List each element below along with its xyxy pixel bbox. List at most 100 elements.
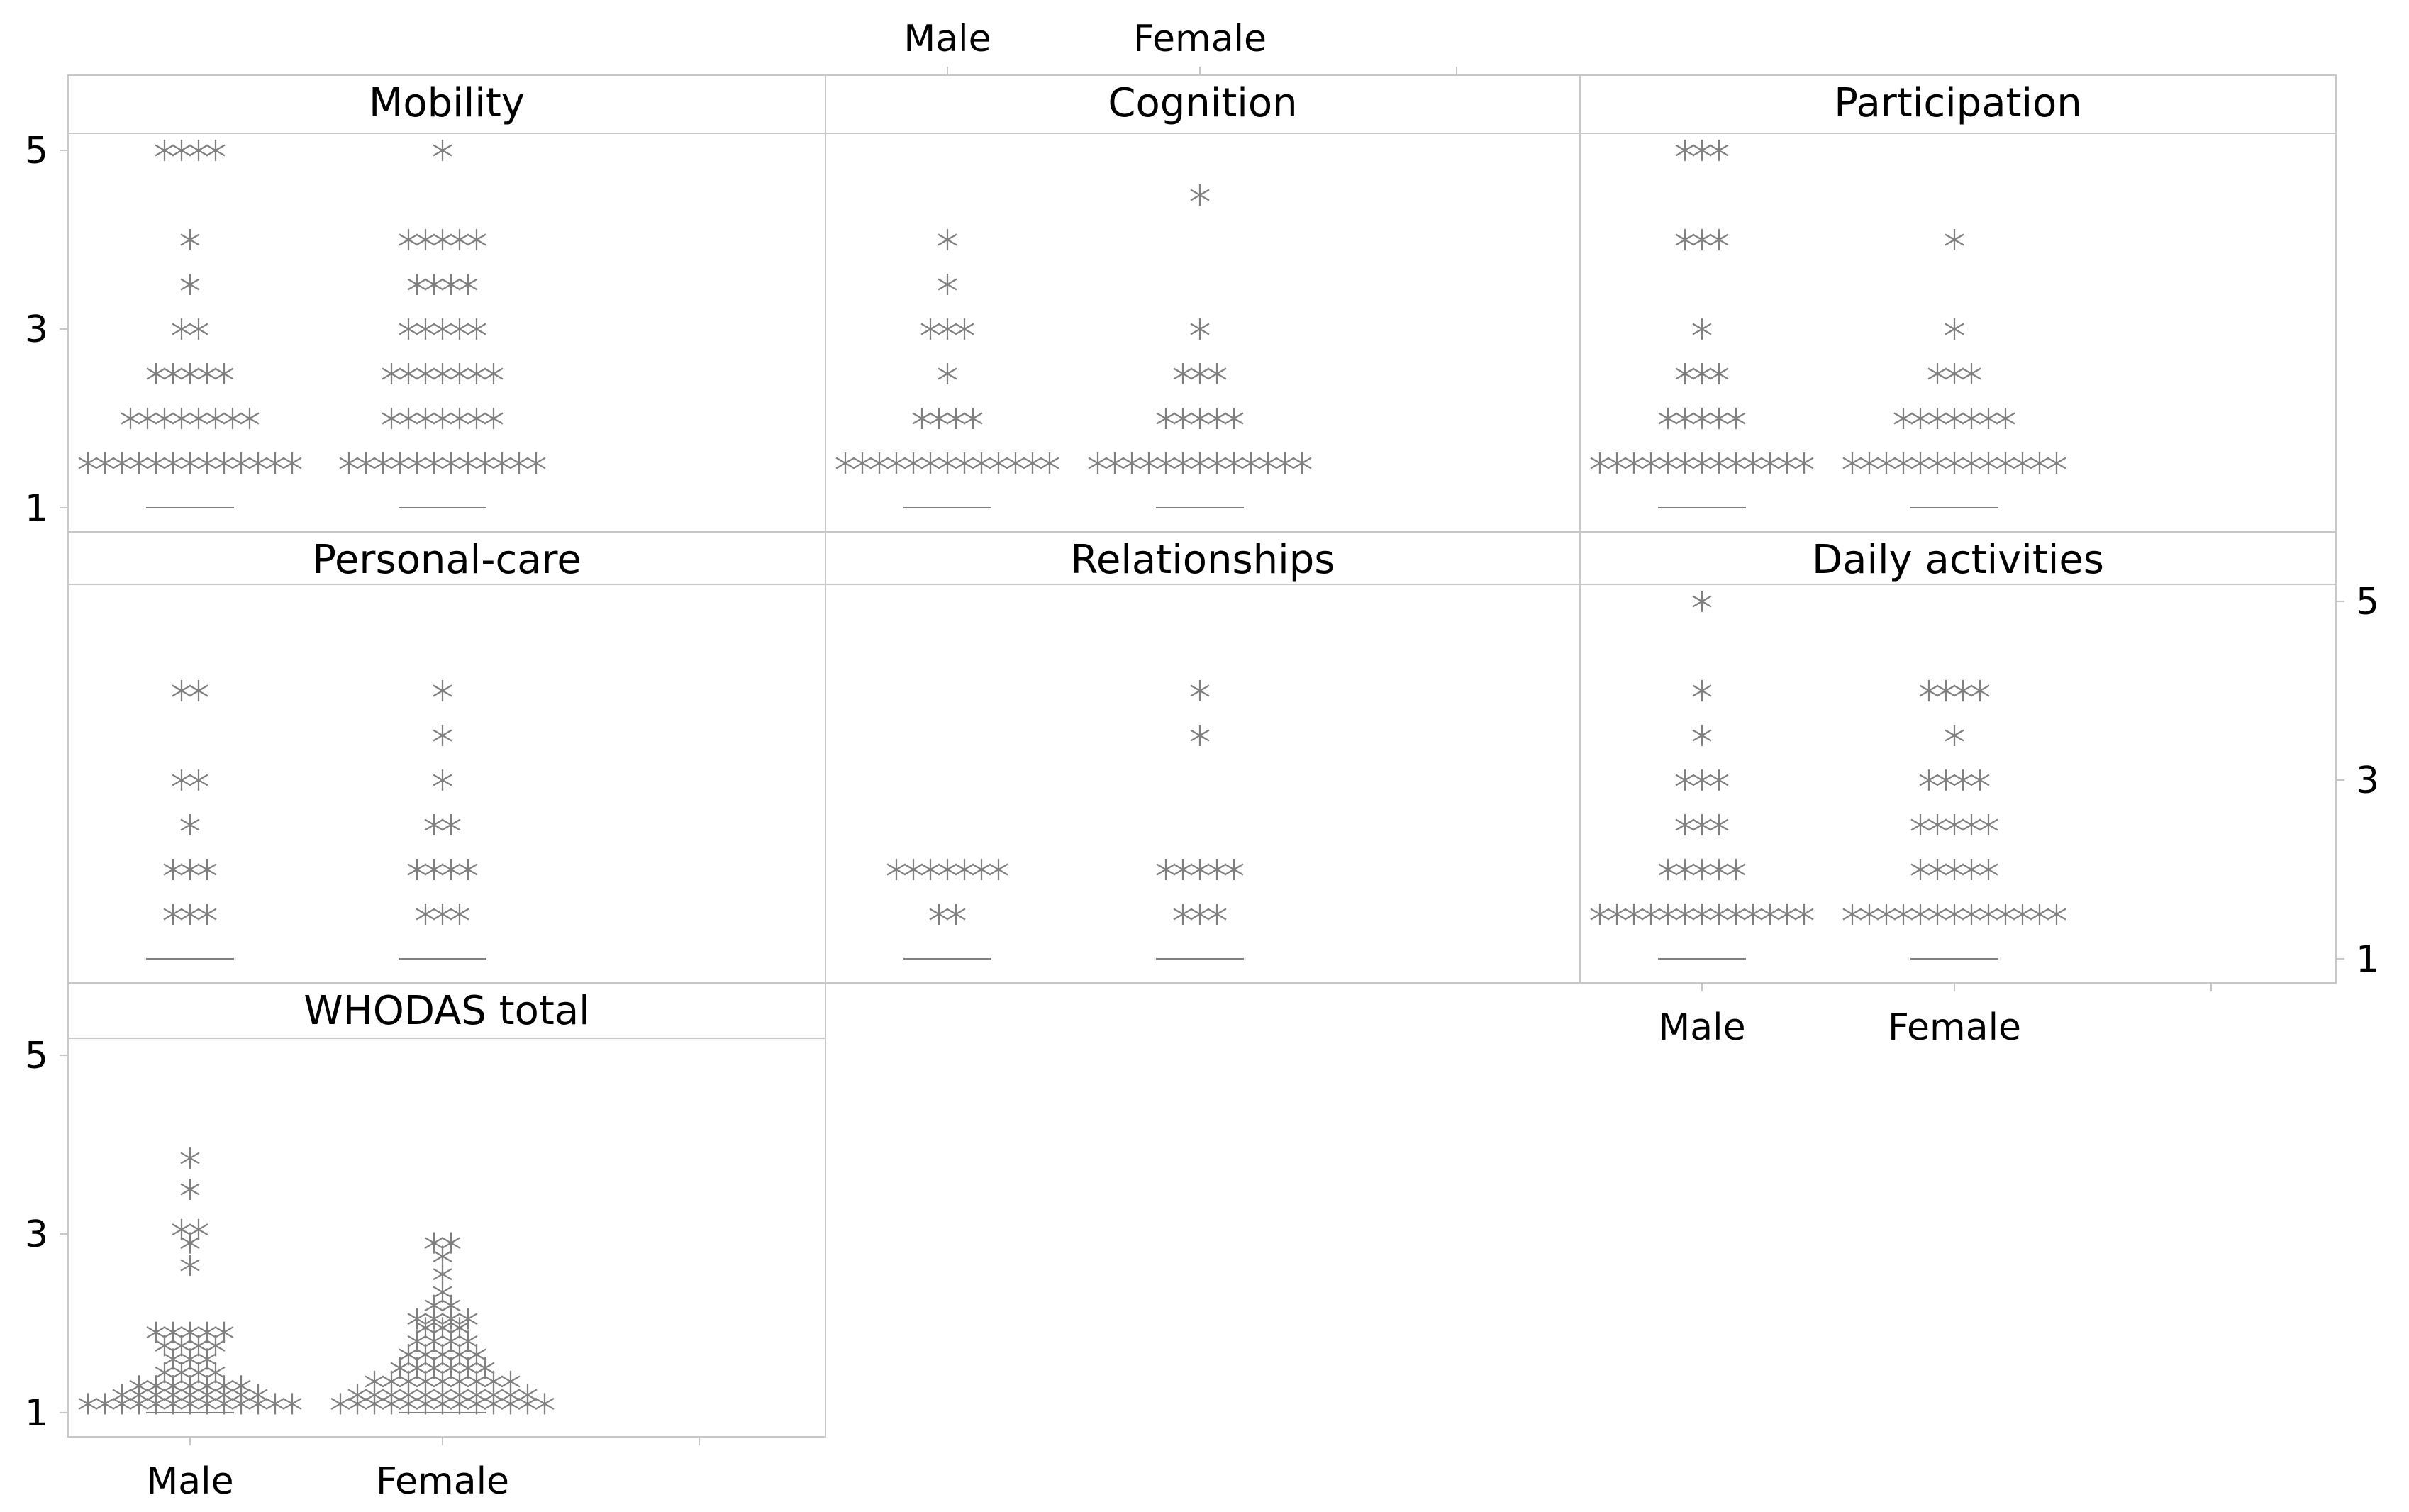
data-point <box>1794 904 1814 925</box>
data-point <box>231 452 251 474</box>
data-point <box>163 452 183 474</box>
marker-stroke <box>869 457 889 469</box>
marker-stroke <box>373 457 393 469</box>
data-point <box>1624 904 1644 925</box>
data-point <box>1190 408 1210 429</box>
data-point <box>189 769 208 791</box>
data-point <box>467 1344 486 1366</box>
data-point <box>129 452 149 474</box>
marker-stroke <box>1692 233 1712 246</box>
marker-stroke <box>1190 908 1210 921</box>
marker-stroke <box>433 1397 452 1410</box>
marker-stroke <box>852 457 872 469</box>
data-point <box>484 408 504 429</box>
data-point <box>938 859 957 880</box>
data-point <box>441 1232 461 1254</box>
marker-stroke <box>1996 908 2015 921</box>
marker-stroke <box>1945 863 1964 876</box>
data-point <box>1275 452 1295 474</box>
marker-stroke <box>382 1397 401 1410</box>
marker-stroke <box>155 144 174 157</box>
marker-stroke <box>206 412 226 425</box>
marker-stroke <box>938 863 957 876</box>
marker-stroke <box>163 1397 183 1410</box>
data-point <box>1979 452 1998 474</box>
panel-title-cognition: Cognition <box>1108 80 1297 126</box>
marker-stroke <box>399 1348 418 1361</box>
marker-stroke <box>433 144 452 157</box>
data-point <box>1970 680 1990 701</box>
data-point <box>1105 452 1125 474</box>
marker-stroke <box>197 1397 217 1410</box>
marker-stroke <box>1675 774 1695 786</box>
x-category-label-male: Male <box>903 18 991 60</box>
data-point <box>407 1308 427 1330</box>
marker-stroke <box>2013 457 2032 469</box>
data-point <box>172 318 191 340</box>
data-point <box>189 680 208 701</box>
marker-stroke <box>180 863 200 876</box>
data-point <box>1842 904 1862 925</box>
data-point <box>509 452 529 474</box>
data-point <box>1122 452 1142 474</box>
data-point <box>424 1357 444 1379</box>
marker-stroke <box>1743 457 1763 469</box>
data-point <box>1675 814 1695 835</box>
data-point <box>450 363 469 384</box>
marker-stroke <box>390 457 410 469</box>
panel-title-relationships: Relationships <box>1071 537 1335 583</box>
marker-stroke <box>1945 729 1964 742</box>
data-point <box>903 452 923 474</box>
data-point <box>1709 859 1729 880</box>
marker-stroke <box>1692 595 1712 608</box>
marker-stroke <box>416 1348 435 1361</box>
x-category-label-female: Female <box>376 1460 509 1503</box>
data-point <box>433 229 452 250</box>
data-point <box>1040 452 1059 474</box>
panel-frame-cognition <box>825 74 1581 533</box>
marker-stroke <box>121 412 140 425</box>
data-point <box>399 318 418 340</box>
data-point <box>1156 452 1176 474</box>
data-point <box>433 1245 452 1267</box>
marker-stroke <box>509 457 529 469</box>
data-point <box>146 1393 166 1415</box>
data-point <box>1641 452 1661 474</box>
marker-stroke <box>189 1223 208 1236</box>
marker-stroke <box>180 1152 200 1164</box>
marker-stroke <box>382 367 401 380</box>
data-point <box>1692 591 1712 612</box>
marker-stroke <box>1624 908 1644 921</box>
data-point <box>1156 859 1176 880</box>
marker-stroke <box>180 1397 200 1410</box>
marker-stroke <box>416 1321 435 1334</box>
data-point <box>1927 904 1947 925</box>
marker-stroke <box>433 1250 452 1262</box>
marker-stroke <box>1658 863 1678 876</box>
data-point <box>180 452 200 474</box>
marker-stroke <box>197 457 217 469</box>
data-point <box>852 452 872 474</box>
data-point <box>1842 452 1862 474</box>
data-point <box>1692 814 1712 835</box>
data-point <box>938 318 957 340</box>
marker-stroke <box>347 1397 367 1410</box>
marker-stroke <box>180 278 200 291</box>
data-point <box>206 1335 226 1357</box>
data-point <box>1953 680 1973 701</box>
marker-stroke <box>382 412 401 425</box>
data-point <box>1207 363 1227 384</box>
data-point <box>129 1393 149 1415</box>
marker-stroke <box>1675 412 1695 425</box>
data-point <box>1910 408 1930 429</box>
marker-stroke <box>1794 908 1814 921</box>
data-point <box>1023 452 1042 474</box>
marker-stroke <box>240 412 260 425</box>
data-point <box>163 1393 183 1415</box>
marker-stroke <box>231 457 251 469</box>
marker-stroke <box>163 863 183 876</box>
data-point <box>946 408 966 429</box>
data-point <box>441 274 461 295</box>
marker-stroke <box>492 457 512 469</box>
